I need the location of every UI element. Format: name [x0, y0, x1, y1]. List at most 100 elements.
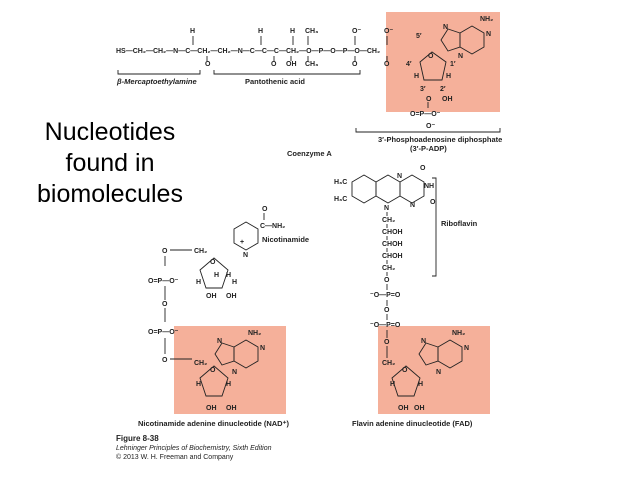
- coa-atom: O: [271, 61, 277, 68]
- coa-atom: O: [205, 61, 211, 68]
- coenzyme-a-label: Coenzyme A: [287, 149, 332, 158]
- nad-atom: O: [262, 206, 268, 213]
- fad-chain: CHOH: [382, 229, 403, 236]
- nad-carboxamide: C—NH₂: [260, 223, 285, 230]
- nad-atom: O: [162, 301, 168, 308]
- coa-atom: H: [190, 28, 195, 35]
- nad-phosphate: O=P—O⁻: [148, 329, 179, 336]
- coa-atom: 1′: [450, 61, 456, 68]
- nad-atom: H: [232, 279, 237, 286]
- fad-atom: H: [418, 381, 423, 388]
- nad-atom: OH: [206, 405, 217, 412]
- fad-ch2: CH₂: [382, 360, 395, 367]
- coa-atom: 5′: [416, 33, 422, 40]
- slide-title: Nucleotides found in biomolecules: [20, 117, 200, 210]
- nad-atom: OH: [226, 293, 237, 300]
- fad-nh2: NH₂: [452, 330, 465, 337]
- coa-atom: O⁻: [352, 28, 361, 35]
- coa-atom: O⁻: [426, 123, 435, 130]
- nad-ch2: CH₂: [194, 360, 207, 367]
- nad-atom: N: [232, 369, 237, 376]
- coa-atom: O: [428, 53, 434, 60]
- coa-atom: OH: [442, 96, 453, 103]
- fad-atom: N: [464, 345, 469, 352]
- nicotinamide-label: Nicotinamide: [262, 235, 309, 244]
- coa-3-phosphate: O=P—O⁻: [410, 111, 441, 118]
- nad-structure: O C—NH₂ Nicotinamide + N CH₂ O H H H H O…: [148, 206, 309, 412]
- fad-methyl: H₃C: [334, 196, 347, 203]
- coa-atom: H: [258, 28, 263, 35]
- nad-atom: H: [226, 272, 231, 279]
- nad-atom: H: [214, 272, 219, 279]
- coa-atom: N: [443, 24, 448, 31]
- fad-atom: NH: [424, 183, 434, 190]
- fad-atom: O: [420, 165, 426, 172]
- nad-atom: O: [210, 259, 216, 266]
- coa-atom: 4′: [406, 61, 412, 68]
- coa-atom: O: [352, 61, 358, 68]
- fad-atom: O: [384, 339, 390, 346]
- fad-adenosine-highlight: [378, 326, 490, 414]
- nad-ch2: CH₂: [194, 248, 207, 255]
- coa-atom: CH₃: [305, 61, 318, 68]
- fad-atom: O: [384, 277, 390, 284]
- coa-atom: N: [486, 31, 491, 38]
- nad-atom: N: [260, 345, 265, 352]
- 3p-adp-abbrev: (3′-P-ADP): [410, 144, 447, 153]
- fad-phosphate: ⁻O—P=O: [370, 292, 401, 299]
- coa-atom: O⁻: [384, 28, 393, 35]
- book-title: Lehninger Principles of Biochemistry, Si…: [116, 444, 272, 452]
- fad-atom: N: [397, 173, 402, 180]
- coa-atom: N: [458, 53, 463, 60]
- nad-atom: H: [226, 381, 231, 388]
- nad-atom: OH: [206, 293, 217, 300]
- nad-charge: +: [240, 239, 244, 246]
- nad-label: Nicotinamide adenine dinucleotide (NAD⁺): [138, 419, 290, 428]
- fad-structure: H₃C H₃C N O NH N O N CH₂ CHOH CHOH CHOH …: [334, 165, 478, 412]
- fad-atom: O: [430, 199, 436, 206]
- coa-adenosine-highlight: [386, 12, 500, 112]
- coa-atom: H: [290, 28, 295, 35]
- fad-atom: N: [410, 202, 415, 209]
- copyright: © 2013 W. H. Freeman and Company: [116, 454, 234, 461]
- nad-atom: O: [162, 357, 168, 364]
- nad-nh2: NH₂: [248, 330, 261, 337]
- mercaptoethylamine-label: β-Mercaptoethylamine: [116, 77, 197, 86]
- coa-atom: H: [446, 73, 451, 80]
- fad-chain: CH₂: [382, 217, 395, 224]
- fad-atom: N: [421, 338, 426, 345]
- fad-atom: OH: [414, 405, 425, 412]
- nad-atom: H: [196, 381, 201, 388]
- coa-atom: 2′: [440, 86, 446, 93]
- nad-atom: O: [162, 248, 168, 255]
- fad-phosphate: ⁻O—P=O: [370, 322, 401, 329]
- fad-methyl: H₃C: [334, 179, 347, 186]
- coa-nh2: NH₂: [480, 16, 493, 23]
- coa-atom: CH₃: [305, 28, 318, 35]
- nad-atom: O: [210, 367, 216, 374]
- coa-atom: 3′: [420, 86, 426, 93]
- pantothenic-acid-label: Pantothenic acid: [245, 77, 305, 86]
- coenzyme-a-structure: HS—CH₂—CH₂—N—C—CH₂—CH₂—N—C—C—C—CH₂—O—P—O…: [116, 16, 502, 158]
- nad-phosphate: O=P—O⁻: [148, 278, 179, 285]
- fad-atom: N: [436, 369, 441, 376]
- fad-atom: OH: [398, 405, 409, 412]
- title-line: found in: [65, 149, 155, 177]
- coa-atom: H: [414, 73, 419, 80]
- fad-atom: N: [384, 205, 389, 212]
- coa-main-chain: HS—CH₂—CH₂—N—C—CH₂—CH₂—N—C—C—C—CH₂—O—P—O…: [116, 48, 380, 55]
- nad-atom: OH: [226, 405, 237, 412]
- figure-number: Figure 8-38: [116, 434, 159, 443]
- fad-atom: H: [390, 381, 395, 388]
- riboflavin-label: Riboflavin: [441, 219, 478, 228]
- fad-chain: CHOH: [382, 241, 403, 248]
- title-line: Nucleotides: [44, 118, 176, 146]
- coa-atom: O: [426, 96, 432, 103]
- fad-label: Flavin adenine dinucleotide (FAD): [352, 419, 473, 428]
- coa-atom: O: [384, 61, 390, 68]
- coa-atom: OH: [286, 61, 297, 68]
- nad-adenosine-highlight: [174, 326, 286, 414]
- fad-atom: O: [384, 307, 390, 314]
